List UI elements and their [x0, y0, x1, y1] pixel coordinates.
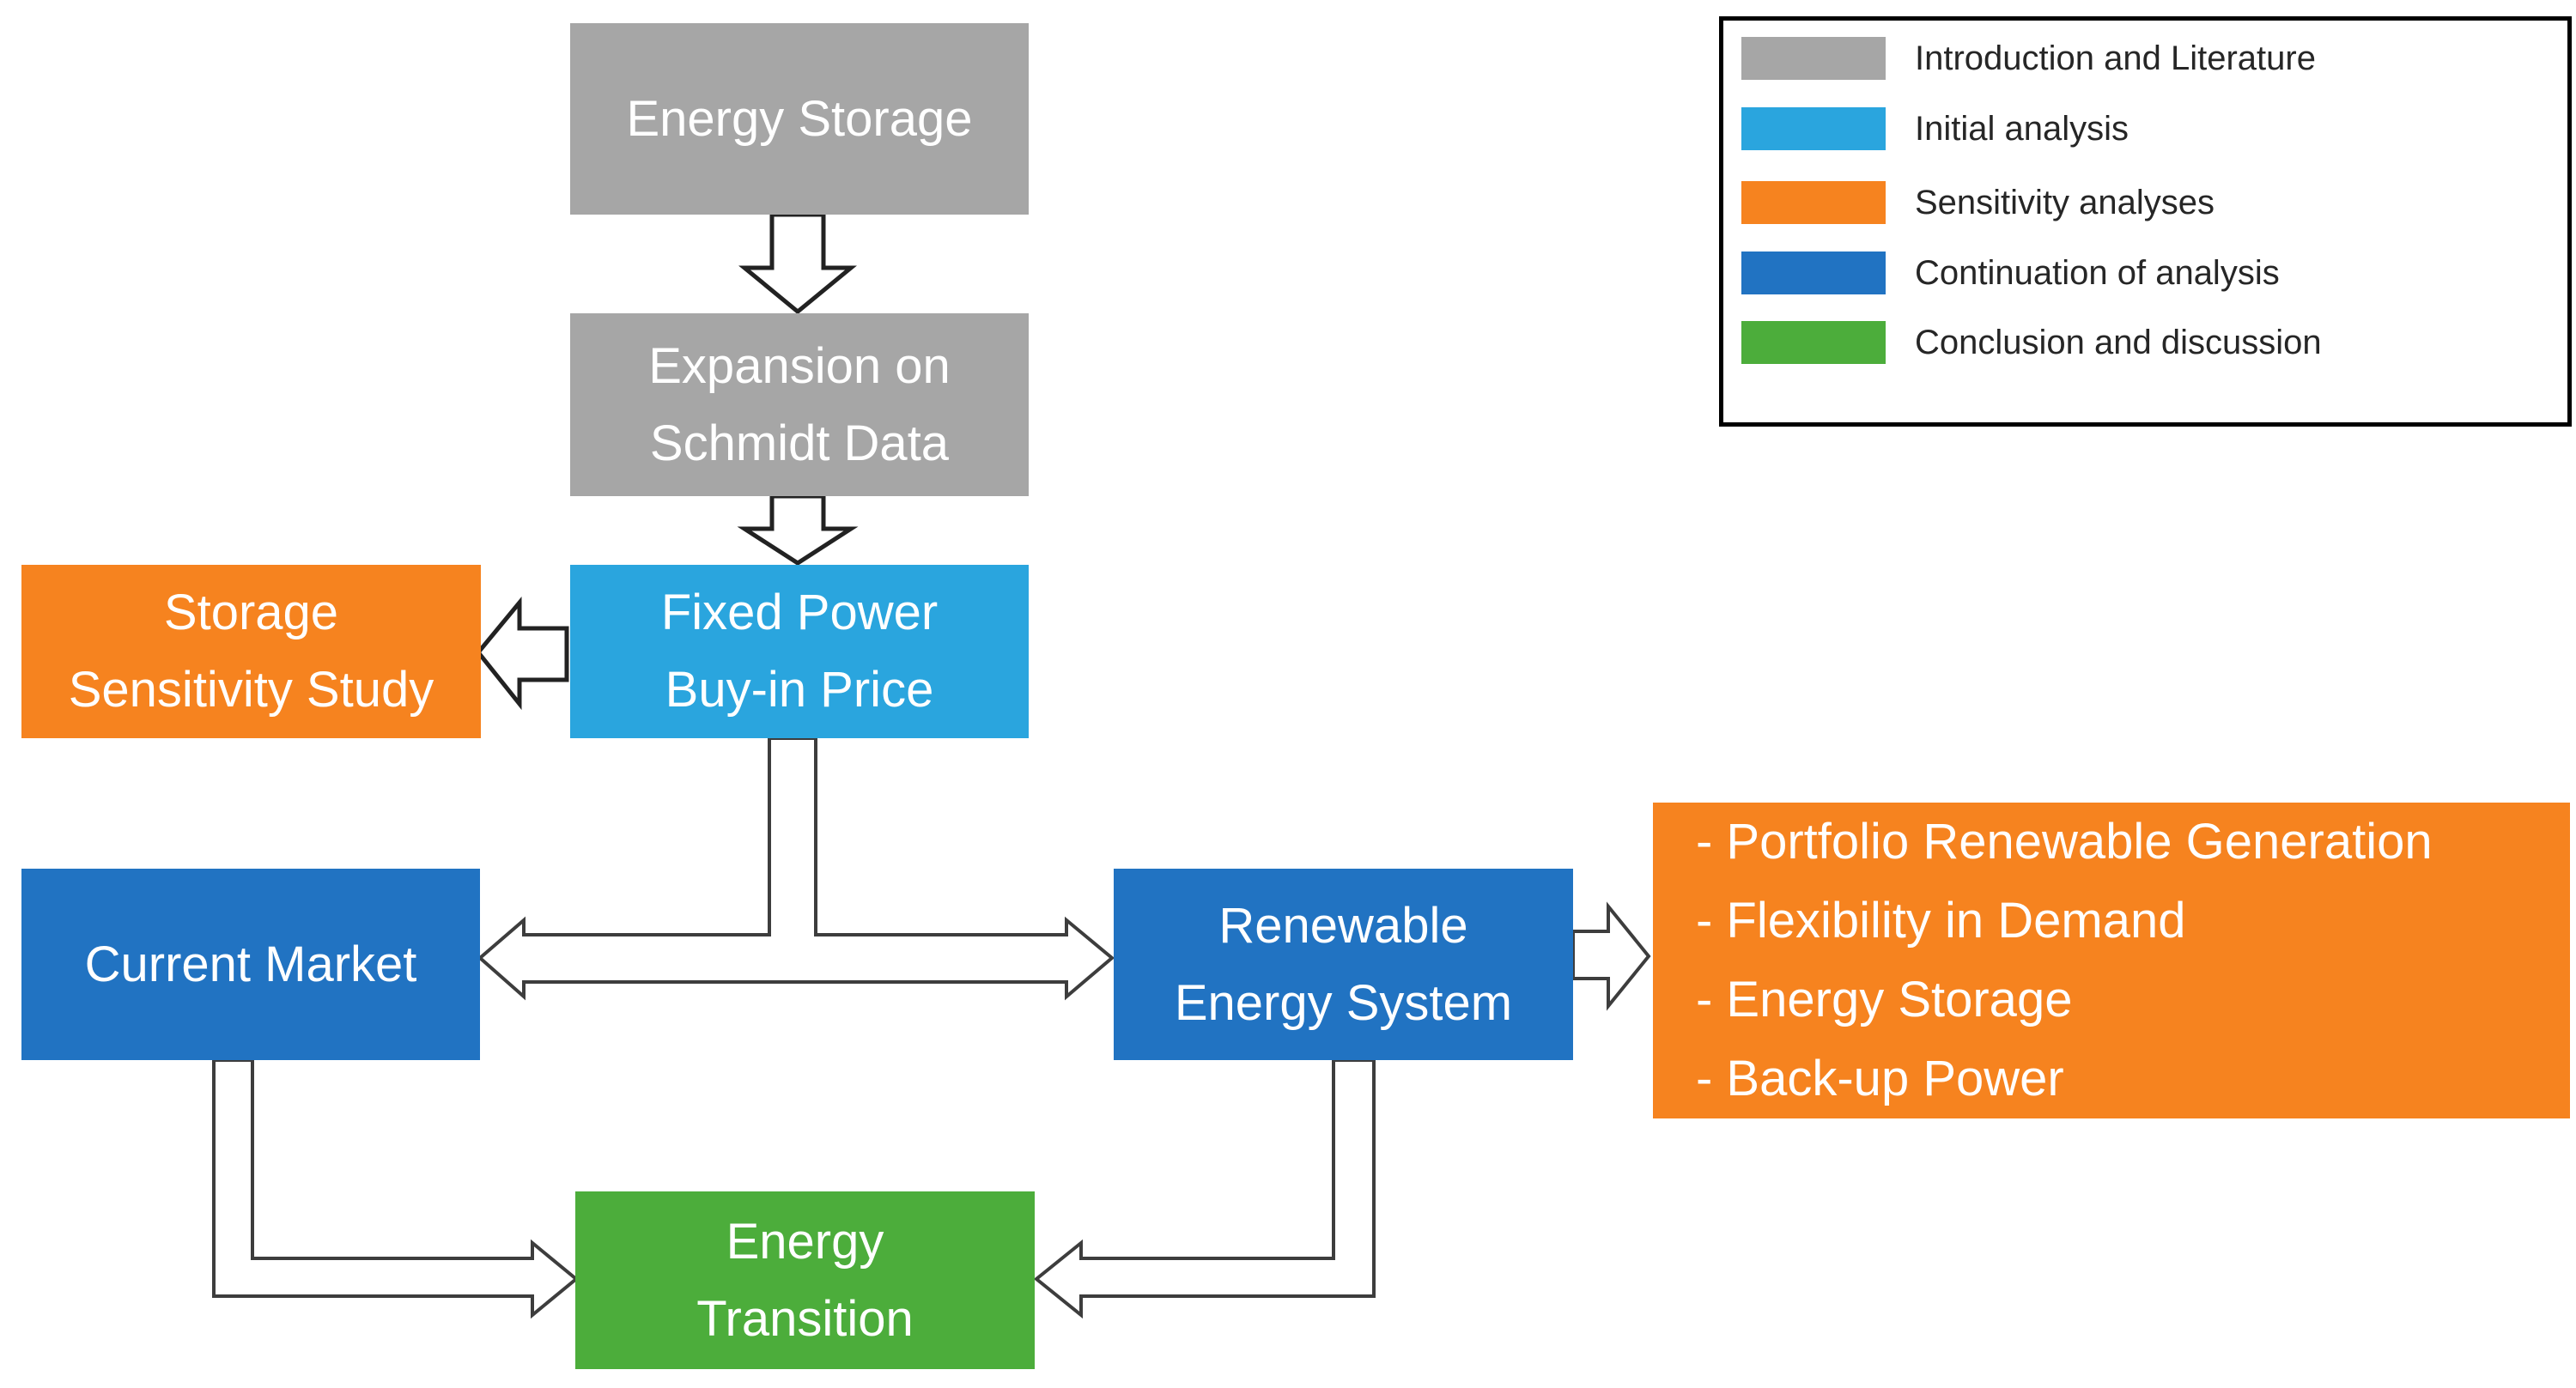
fixed-power-label-line2: Buy-in Price: [665, 662, 934, 718]
legend-swatch-green: [1741, 321, 1886, 364]
legend-swatch-gray: [1741, 37, 1886, 80]
storage-sensitivity-label-line2: Sensitivity Study: [68, 662, 434, 718]
legend-row: Sensitivity analyses: [1741, 181, 2215, 224]
expansion-schmidt-label-line1: Expansion on: [648, 337, 951, 394]
legend-swatch-light-blue: [1741, 107, 1886, 150]
arrow-energy-storage-to-expansion: [738, 212, 857, 315]
fixed-power-box: Fixed Power Buy-in Price: [570, 565, 1029, 738]
sensitivity-factor-item: - Back-up Power: [1696, 1051, 2064, 1106]
legend-row: Conclusion and discussion: [1741, 321, 2322, 364]
energy-transition-label-line1: Energy: [726, 1213, 884, 1270]
legend-label: Initial analysis: [1915, 110, 2129, 148]
arrow-renewable-to-energy-transition: [1033, 1058, 1376, 1319]
storage-sensitivity-label-line1: Storage: [163, 585, 339, 640]
expansion-schmidt-box: Expansion on Schmidt Data: [570, 313, 1029, 496]
arrow-expansion-to-fixed-power: [737, 494, 859, 566]
energy-storage-label: Energy Storage: [626, 90, 973, 147]
energy-transition-label-line2: Transition: [696, 1290, 914, 1347]
sensitivity-factor-item: - Portfolio Renewable Generation: [1696, 814, 2433, 870]
arrow-fixed-power-to-current-market-and-renewable: [477, 736, 1115, 1001]
energy-transition-box: Energy Transition: [575, 1191, 1035, 1369]
storage-sensitivity-box: Storage Sensitivity Study: [21, 565, 481, 738]
expansion-schmidt-label-line2: Schmidt Data: [649, 415, 950, 471]
arrow-current-market-to-energy-transition: [212, 1058, 580, 1319]
renewable-energy-system-box: Renewable Energy System: [1114, 869, 1573, 1060]
current-market-box: Current Market: [21, 869, 480, 1060]
legend-label: Conclusion and discussion: [1915, 324, 2322, 361]
current-market-label: Current Market: [84, 936, 417, 992]
arrow-fixed-power-to-storage-sensitivity: [475, 597, 569, 711]
legend-swatch-dark-blue: [1741, 252, 1886, 294]
legend-label: Sensitivity analyses: [1915, 184, 2215, 221]
sensitivity-factor-item: - Flexibility in Demand: [1696, 893, 2186, 949]
legend-row: Introduction and Literature: [1741, 37, 2316, 80]
legend-label: Introduction and Literature: [1915, 39, 2316, 77]
renewable-energy-label-line1: Renewable: [1218, 897, 1468, 954]
fixed-power-label-line1: Fixed Power: [660, 585, 939, 640]
sensitivity-factor-item: - Energy Storage: [1696, 972, 2073, 1027]
legend-label: Continuation of analysis: [1915, 254, 2280, 292]
energy-storage-box: Energy Storage: [570, 23, 1029, 215]
legend-swatch-orange: [1741, 181, 1886, 224]
sensitivity-factors-box: - Portfolio Renewable Generation - Flexi…: [1653, 803, 2570, 1118]
legend-row: Continuation of analysis: [1741, 252, 2280, 294]
arrow-renewable-to-sensitivity-factors: [1571, 901, 1651, 1011]
legend-row: Initial analysis: [1741, 107, 2129, 150]
legend: Introduction and Literature Initial anal…: [1719, 16, 2572, 427]
renewable-energy-label-line2: Energy System: [1174, 974, 1513, 1031]
